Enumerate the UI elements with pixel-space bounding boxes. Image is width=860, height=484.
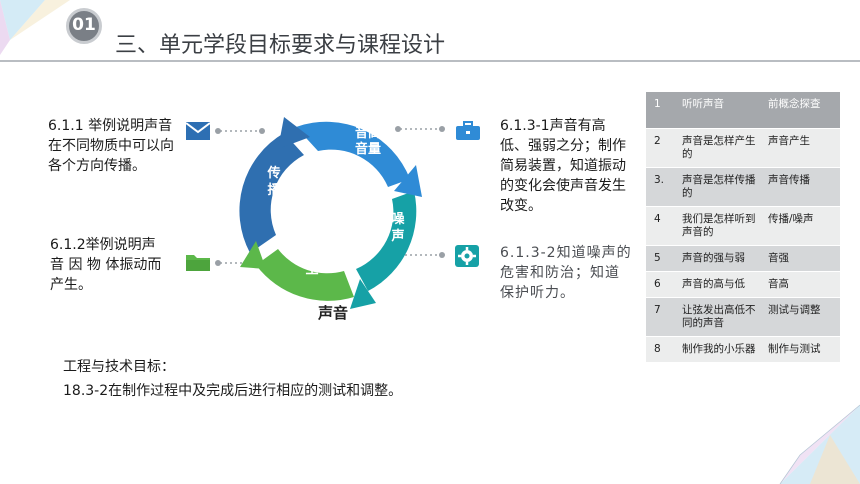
decor-top-left bbox=[0, 0, 70, 55]
table-cell: 我们是怎样听到声音的 bbox=[674, 206, 760, 246]
table-cell: 声音是怎样传播的 bbox=[674, 167, 760, 207]
table-cell: 传播/噪声 bbox=[760, 206, 840, 246]
objective-6-1-1: 6.1.1 举例说明声音在不同物质中可以向各个方向传播。 bbox=[48, 118, 174, 174]
folder-icon bbox=[185, 252, 211, 276]
table-cell: 让弦发出高低不同的声音 bbox=[674, 297, 760, 337]
table-row: 3.声音是怎样传播的声音传播 bbox=[646, 167, 840, 207]
objective-6-1-3-2: 6.1.3-2知道噪声的危害和防治；知道保护听力。 bbox=[500, 245, 632, 301]
decor-bottom-right bbox=[779, 404, 860, 484]
table-cell: 声音的高与低 bbox=[674, 271, 760, 298]
table-cell: 声音传播 bbox=[760, 167, 840, 207]
segment-pitch-volume bbox=[296, 121, 410, 187]
table-cell: 前概念探查 bbox=[760, 92, 840, 129]
table-cell: 声音产生 bbox=[760, 128, 840, 168]
cycle-diagram: 音高 音量 噪 声 产 生 传 播 bbox=[215, 117, 445, 309]
segment-label-propagation: 传 bbox=[266, 165, 280, 181]
engineering-title: 工程与技术目标： bbox=[63, 359, 175, 375]
svg-text:播: 播 bbox=[267, 182, 281, 198]
page-title: 三、单元学段目标要求与课程设计 bbox=[115, 33, 446, 58]
svg-text:生: 生 bbox=[305, 261, 318, 277]
table-cell: 制作与测试 bbox=[760, 336, 840, 363]
engineering-text: 18.3-2在制作过程中及完成后进行相应的测试和调整。 bbox=[63, 383, 403, 399]
table-cell: 制作我的小乐器 bbox=[674, 336, 760, 363]
section-number: 01 bbox=[72, 15, 96, 35]
table-cell: 3. bbox=[646, 167, 674, 207]
table-cell: 测试与调整 bbox=[760, 297, 840, 337]
svg-text:声: 声 bbox=[390, 228, 404, 244]
table-cell: 音强 bbox=[760, 245, 840, 272]
table-cell: 音高 bbox=[760, 271, 840, 298]
table-cell: 声音的强与弱 bbox=[674, 245, 760, 272]
segment-label-noise: 噪 bbox=[391, 212, 405, 227]
segment-label-production: 产 bbox=[305, 243, 318, 259]
table-cell: 听听声音 bbox=[674, 92, 760, 129]
segment-propagation bbox=[239, 133, 304, 253]
section-number-badge: 01 bbox=[62, 8, 106, 44]
table-cell: 4 bbox=[646, 206, 674, 246]
table-cell: 2 bbox=[646, 128, 674, 168]
svg-text:音量: 音量 bbox=[355, 141, 381, 157]
title-divider bbox=[0, 60, 860, 62]
segment-noise bbox=[356, 191, 417, 291]
gear-icon bbox=[455, 245, 479, 271]
table-cell: 7 bbox=[646, 297, 674, 337]
table-cell: 声音是怎样产生的 bbox=[674, 128, 760, 168]
table-cell: 1 bbox=[646, 92, 674, 129]
objective-6-1-3-1: 6.1.3-1声音有高低、强弱之分；制作简易装置，知道振动的变化会使声音发生改变… bbox=[500, 118, 626, 214]
segment-label-pitch: 音高 bbox=[355, 125, 381, 141]
segment-production bbox=[256, 249, 354, 301]
objective-6-1-2: 6.1.2举例说明声音 因 物 体振动而产生。 bbox=[50, 237, 162, 293]
table-cell: 6 bbox=[646, 271, 674, 298]
mail-icon bbox=[185, 121, 211, 145]
briefcase-icon bbox=[455, 121, 481, 145]
cycle-center-label: 声音 bbox=[318, 304, 349, 322]
table-cell: 5 bbox=[646, 245, 674, 272]
table-cell: 8 bbox=[646, 336, 674, 363]
